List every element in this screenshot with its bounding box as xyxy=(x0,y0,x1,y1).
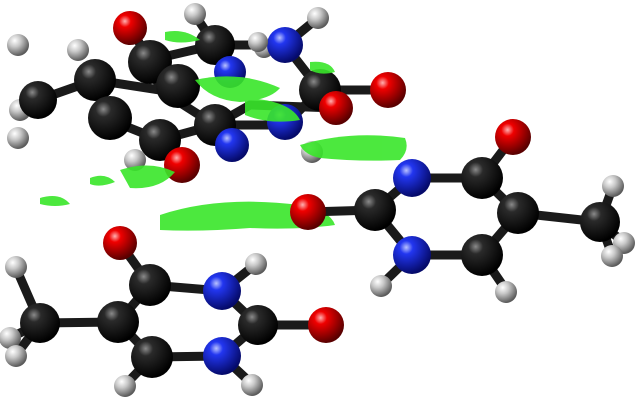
interaction-isosurface xyxy=(40,31,407,231)
thymine-bottom-left xyxy=(0,226,344,397)
thymine-right xyxy=(290,119,635,303)
stacked-thymine-pair xyxy=(7,3,406,183)
